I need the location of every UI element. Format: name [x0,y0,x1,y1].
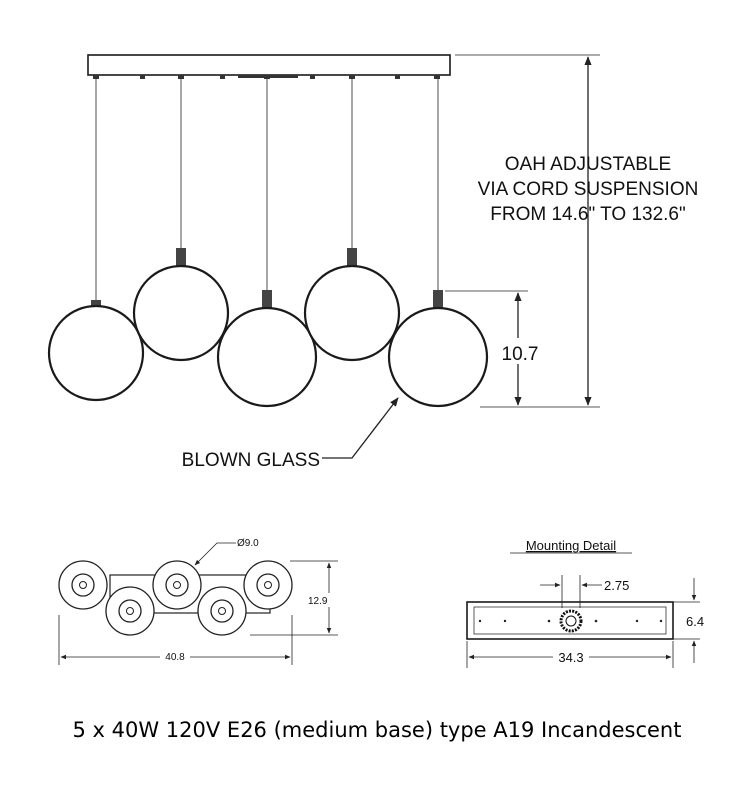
pendant-4 [303,79,401,362]
plan-view: Ø9.0 40.8 12.9 [58,538,338,665]
oah-line-2: VIA CORD SUSPENSION [478,179,699,200]
elevation-view: OAH ADJUSTABLE VIA CORD SUSPENSION FROM … [47,54,699,471]
pendant-2 [132,79,230,362]
globe-height-label: 10.7 [502,344,539,365]
cord-grip-icon [559,609,583,633]
plan-globe [105,586,155,636]
oah-line-1: OAH ADJUSTABLE [505,154,671,175]
plan-globe [152,560,202,610]
plan-width-label: 40.8 [165,652,185,663]
mounting-title: Mounting Detail [526,538,616,553]
pendant-3 [216,79,318,408]
mounting-offset-label: 2.75 [604,578,629,593]
mounting-height-label: 6.4 [686,614,704,629]
lamp-spec-caption: 5 x 40W 120V E26 (medium base) type A19 … [72,718,682,742]
plan-globe [197,586,247,636]
pendant-5 [387,79,489,408]
mounting-detail: Mounting Detail 2.75 6.4 34.3 [466,538,704,668]
oah-line-3: FROM 14.6" TO 132.6" [490,204,685,225]
mounting-holes [478,619,663,623]
diameter-label: Ø9.0 [237,538,259,549]
plan-depth-label: 12.9 [308,596,328,607]
plan-globe [243,560,293,610]
pendant-1 [47,79,145,402]
canopy-fittings [93,75,440,79]
canopy-bar [87,54,451,76]
mounting-length-label: 34.3 [558,650,583,665]
blown-glass-label: BLOWN GLASS [182,450,320,471]
plan-globe [58,560,108,610]
